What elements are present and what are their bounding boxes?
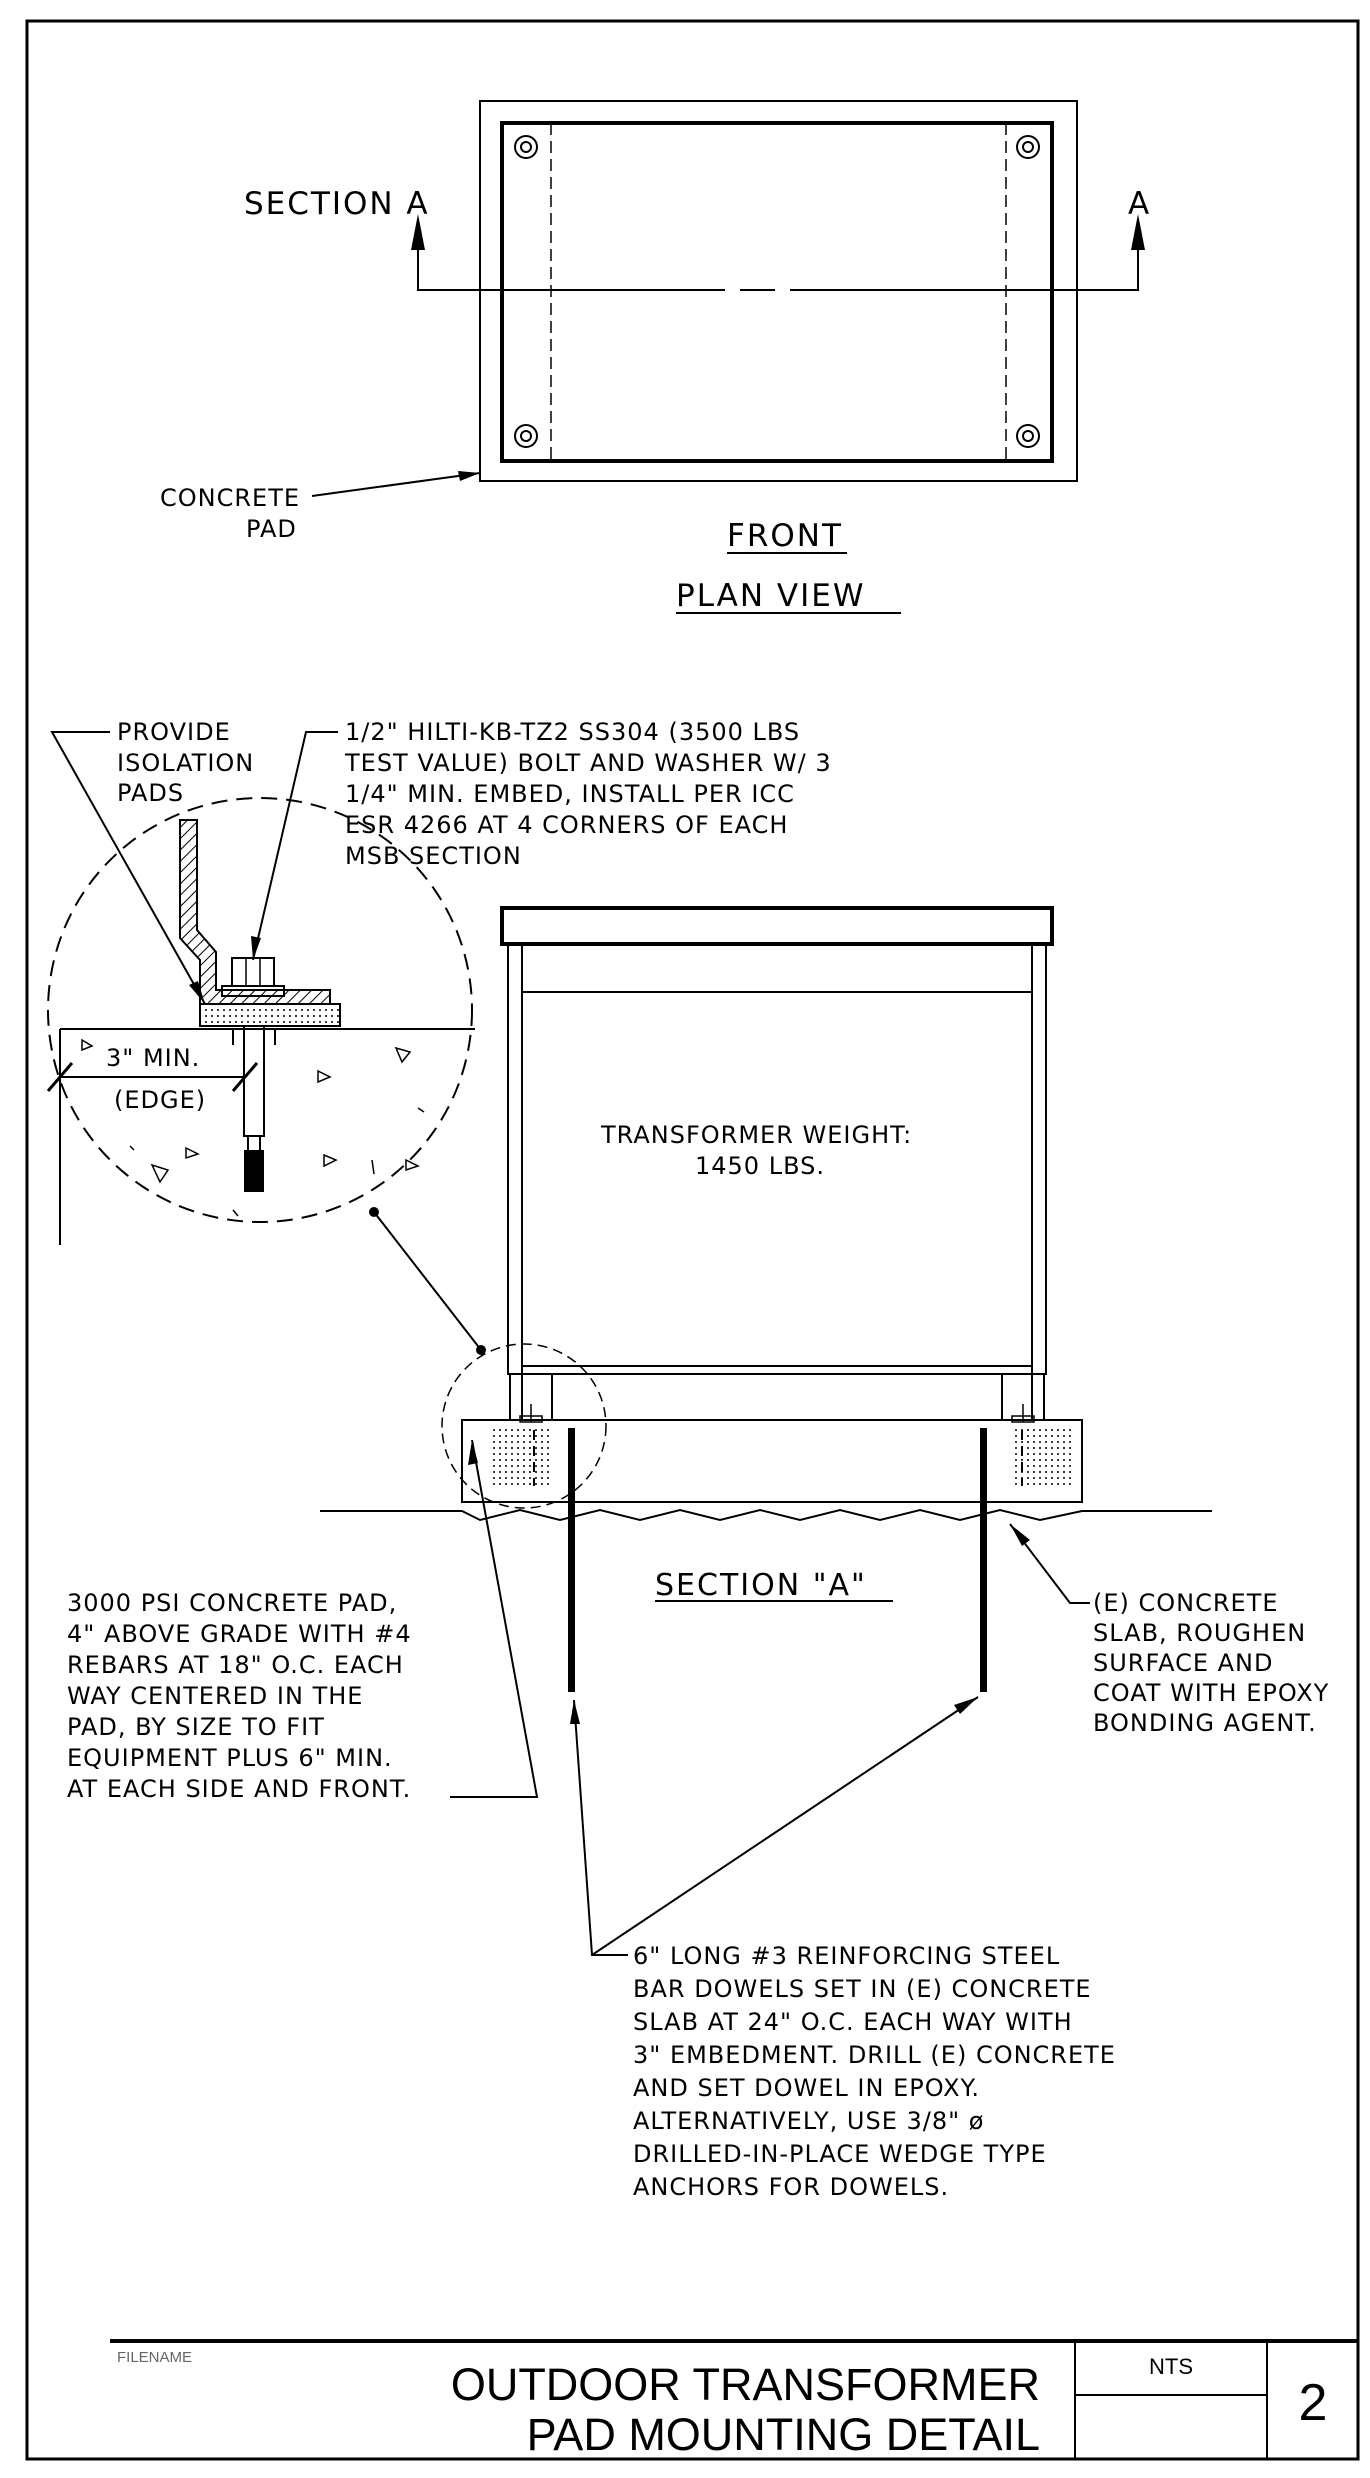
pad-note: 3000 PSI CONCRETE PAD, [67, 1589, 397, 1617]
dowel-note: 3" EMBEDMENT. DRILL (E) CONCRETE [633, 2041, 1116, 2069]
bolt-note: 1/2" HILTI-KB-TZ2 SS304 (3500 LBS [345, 718, 800, 746]
pad-note: WAY CENTERED IN THE [67, 1682, 363, 1710]
title-block: FILENAME OUTDOOR TRANSFORMER PAD MOUNTIN… [110, 2339, 1358, 2460]
dowel-note: DRILLED-IN-PLACE WEDGE TYPE [633, 2140, 1047, 2168]
bolt-icon [514, 424, 538, 448]
slab-note: (E) CONCRETE [1093, 1589, 1279, 1617]
dowel-note: AND SET DOWEL IN EPOXY. [633, 2074, 980, 2102]
section-a: TRANSFORMER WEIGHT: 1450 LBS. SECTION "A… [67, 906, 1329, 2201]
section-label-left: SECTION A [244, 186, 430, 222]
pad-note: EQUIPMENT PLUS 6" MIN. [67, 1744, 393, 1772]
detail-reference-circle [441, 1343, 607, 1509]
concrete-pad-label: PAD [246, 515, 297, 543]
bolt-note: MSB SECTION [345, 842, 522, 870]
slab-note: COAT WITH EPOXY [1093, 1679, 1329, 1707]
slab-note: SLAB, ROUGHEN [1093, 1619, 1306, 1647]
plan-view-title: PLAN VIEW [676, 578, 866, 614]
slab-note: BONDING AGENT. [1093, 1709, 1317, 1737]
detail-circle [47, 797, 473, 1223]
slab-note: SURFACE AND [1093, 1649, 1273, 1677]
edge-label: (EDGE) [114, 1086, 206, 1114]
enlarged-detail: 3" MIN. (EDGE) PROVIDE ISOLATION PADS 1/… [46, 718, 832, 1355]
dowel-note: ALTERNATIVELY, USE 3/8" ø [633, 2107, 984, 2135]
arrow-up-icon [1131, 214, 1145, 250]
dowel-note: ANCHORS FOR DOWELS. [633, 2173, 949, 2201]
edge-min-label: 3" MIN. [106, 1044, 200, 1072]
drawing-title-line1: OUTDOOR TRANSFORMER [451, 2359, 1040, 2410]
front-label: FRONT [727, 518, 843, 554]
dowel-note: BAR DOWELS SET IN (E) CONCRETE [633, 1975, 1092, 2003]
transformer-top [500, 906, 1054, 946]
section-label-right: A [1128, 186, 1151, 222]
dimension-tick [46, 1062, 74, 1092]
sheet-number: 2 [1299, 2374, 1328, 2432]
transformer-weight-label: TRANSFORMER WEIGHT: [600, 1121, 912, 1149]
bolt-nut-icon [231, 957, 275, 987]
bolt-note: ESR 4266 AT 4 CORNERS OF EACH [345, 811, 788, 839]
isolation-pads-label: PROVIDE [117, 718, 231, 746]
plan-view: SECTION A A FRONT PLAN VIEW CONCRETE PAD [160, 100, 1151, 614]
dowel-bar [980, 1428, 987, 1692]
arrow-up-icon [411, 214, 425, 250]
pad-note: REBARS AT 18" O.C. EACH [67, 1651, 404, 1679]
filename-label: FILENAME [117, 2349, 192, 2366]
angle-bracket [179, 819, 331, 1005]
sheet-border [25, 19, 1360, 2461]
dowel-note: SLAB AT 24" O.C. EACH WAY WITH [633, 2008, 1073, 2036]
concrete-pad-label: CONCRETE [160, 484, 300, 512]
concrete-pad-section [461, 1419, 1083, 1503]
scale-label: NTS [1149, 2354, 1193, 2379]
dowel-bar [568, 1428, 575, 1692]
dimension-tick [231, 1062, 259, 1092]
bolt-note: TEST VALUE) BOLT AND WASHER W/ 3 [344, 749, 832, 777]
pad-note: 4" ABOVE GRADE WITH #4 [67, 1620, 412, 1648]
transformer-outline-plan [500, 121, 1054, 463]
bolt-icon [1016, 135, 1040, 159]
pad-note: AT EACH SIDE AND FRONT. [67, 1775, 411, 1803]
bolt-note: 1/4" MIN. EMBED, INSTALL PER ICC [345, 780, 795, 808]
bolt-icon [514, 135, 538, 159]
dowel-note: 6" LONG #3 REINFORCING STEEL [633, 1942, 1060, 1970]
transformer-weight-label: 1450 LBS. [695, 1152, 825, 1180]
drawing-title-line2: PAD MOUNTING DETAIL [527, 2409, 1040, 2460]
bolt-icon [1016, 424, 1040, 448]
isolation-pads-label: ISOLATION [117, 749, 254, 777]
section-a-title: SECTION "A" [655, 1568, 867, 1603]
section-cut-line [411, 214, 1145, 291]
isolation-pad [199, 1003, 341, 1027]
existing-slab-line [320, 1508, 1212, 1522]
isolation-pads-label: PADS [117, 779, 184, 807]
pad-note: PAD, BY SIZE TO FIT [67, 1713, 325, 1741]
